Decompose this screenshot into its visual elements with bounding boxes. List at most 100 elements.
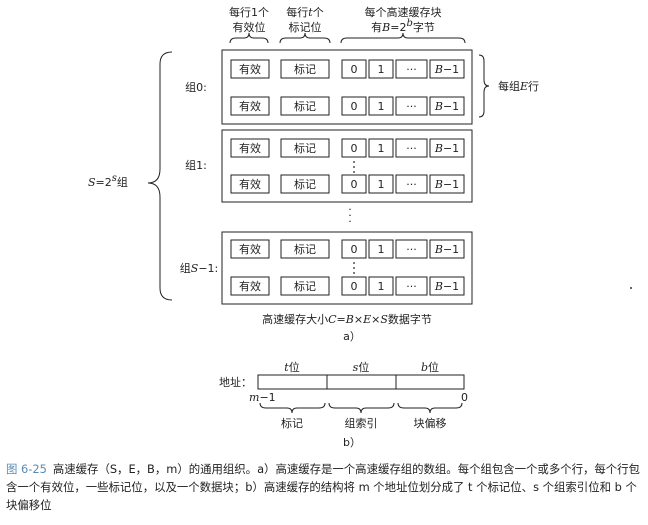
header-block-line1: 每个高速缓存块 (365, 5, 442, 19)
total-sets-brace (147, 51, 173, 301)
set-1-line-1-dots-cell (395, 174, 428, 194)
lines-per-set-label: 每组E行 (498, 79, 539, 93)
header-brace-valid (229, 32, 269, 44)
sets-vertical-dots-1: · (348, 203, 352, 216)
address-brace-offset (397, 402, 463, 414)
set-1-line-1-one-text: 1 (378, 178, 385, 191)
set-1-line-1-one-cell (368, 174, 394, 194)
set-1-line-1-tag-cell (280, 174, 330, 194)
set-0-label: 组0: (185, 80, 207, 94)
set-last-line-0-last-text: B−1 (434, 243, 459, 256)
set-1-vertical-dot-1 (353, 166, 355, 168)
set-0-line-0-zero-text: 0 (351, 63, 358, 76)
set-1-line-0-zero-cell (341, 138, 367, 158)
set-0-line-1-last-text: B−1 (434, 100, 459, 113)
subfigure-a-label: a） (343, 330, 361, 343)
set-1-line-0-dots-text: ··· (406, 142, 417, 155)
total-sets-label: S=2s组 (88, 173, 128, 189)
set-0-line-1-one-cell (368, 96, 394, 116)
address-lsb-label: 0 (461, 391, 468, 404)
set-1-line-1-zero-cell (341, 174, 367, 194)
set-0-line-1-valid-cell (230, 96, 270, 116)
set-0-line-1-valid-text: 有效 (239, 99, 261, 113)
set-1-line-1-valid-cell (230, 174, 270, 194)
set-1-line-1-dots-text: ··· (406, 178, 417, 191)
set-last-line-1-last-cell (429, 276, 465, 296)
set-last-line-0-valid-cell (230, 239, 270, 259)
set-last-line-1-tag-text: 标记 (294, 279, 316, 293)
set-0-line-0-tag-text: 标记 (294, 62, 316, 76)
set-1-line-0-one-text: 1 (378, 142, 385, 155)
address-bar (257, 374, 465, 390)
set-0-line-0-valid-text: 有效 (239, 62, 261, 76)
set-0-line-1-zero-cell (341, 96, 367, 116)
set-0-line-0-zero-cell (341, 59, 367, 79)
set-0-line-1-dots-cell (395, 96, 428, 116)
sets-vertical-dots-3: · (348, 215, 352, 228)
subfigure-b-label: b） (343, 436, 361, 449)
set-1-label: 组1: (185, 158, 207, 172)
set-0-line-0-dots-cell (395, 59, 428, 79)
address-b-field-label: b位 (421, 360, 439, 374)
address-t-field-label: t位 (284, 360, 299, 374)
set-last-line-1-last-text: B−1 (434, 280, 459, 293)
set-1-line-1-last-text: B−1 (434, 178, 459, 191)
set-last-line-0-dots-cell (395, 239, 428, 259)
set-last-line-0-valid-text: 有效 (239, 242, 261, 256)
set-1-line-0-valid-text: 有效 (239, 141, 261, 155)
set-last-line-1-zero-text: 0 (351, 280, 358, 293)
stray-dot (630, 287, 632, 289)
set-0-line-0-tag-cell (280, 59, 330, 79)
figure-caption-text: 高速缓存（S，E，B，m）的通用组织。a）高速缓存是一个高速缓存组的数组。每个组… (6, 462, 640, 512)
set-last-vertical-dot-1 (353, 267, 355, 269)
set-0-line-1-one-text: 1 (378, 100, 385, 113)
set-last-line-1-dots-cell (395, 276, 428, 296)
set-0-line-1-zero-text: 0 (351, 100, 358, 113)
set-1-line-0-last-text: B−1 (434, 142, 459, 155)
header-brace-tag (279, 32, 331, 44)
set-1-line-1-valid-text: 有效 (239, 177, 261, 191)
set-1-line-0-valid-cell (230, 138, 270, 158)
set-1-line-0-last-cell (429, 138, 465, 158)
cache-size-formula: 高速缓存大小C=B×E×S数据字节 (262, 312, 432, 326)
header-brace-block (340, 32, 466, 44)
set-0-line-0-dots-text: ··· (406, 63, 417, 76)
set-1-line-0-one-cell (368, 138, 394, 158)
set-0-line-1-tag-text: 标记 (294, 99, 316, 113)
set-last-line-1-valid-cell (230, 276, 270, 296)
set-0-line-1-last-cell (429, 96, 465, 116)
set-1-vertical-dot-2 (353, 171, 355, 173)
set-last-line-0-one-text: 1 (378, 243, 385, 256)
set-0-line-0-one-cell (368, 59, 394, 79)
address-tag-caption: 标记 (281, 416, 303, 430)
set-last-line-1-zero-cell (341, 276, 367, 296)
address-s-field-label: s位 (353, 360, 370, 374)
figure-number: 图 6-25 (6, 462, 47, 476)
set-0-line-0-last-text: B−1 (434, 63, 459, 76)
set-last-vertical-dot-2 (353, 272, 355, 274)
set-last-line-1-one-cell (368, 276, 394, 296)
header-valid-line1: 每行1个 (229, 5, 269, 19)
set-last-line-1-valid-text: 有效 (239, 279, 261, 293)
set-1-line-1-tag-text: 标记 (294, 177, 316, 191)
address-set-index-caption: 组索引 (345, 416, 378, 430)
header-valid-line2: 有效位 (233, 20, 266, 34)
set-last-line-1-tag-cell (280, 276, 330, 296)
address-msb-label: m−1 (249, 391, 276, 404)
set-0-line-0-one-text: 1 (378, 63, 385, 76)
set-1-line-0-tag-cell (280, 138, 330, 158)
lines-per-set-brace (478, 54, 490, 118)
set-1-line-0-tag-text: 标记 (294, 141, 316, 155)
set-1-line-1-zero-text: 0 (351, 178, 358, 191)
set-0-line-1-tag-cell (280, 96, 330, 116)
set-last-line-0-dots-text: ··· (406, 243, 417, 256)
set-last-line-0-zero-cell (341, 239, 367, 259)
set-1-line-1-last-cell (429, 174, 465, 194)
set-1-line-0-zero-text: 0 (351, 142, 358, 155)
address-block-offset-caption: 块偏移 (414, 416, 447, 430)
set-last-line-1-dots-text: ··· (406, 280, 417, 293)
set-last-line-0-tag-text: 标记 (294, 242, 316, 256)
set-0-line-0-last-cell (429, 59, 465, 79)
set-last-line-0-zero-text: 0 (351, 243, 358, 256)
